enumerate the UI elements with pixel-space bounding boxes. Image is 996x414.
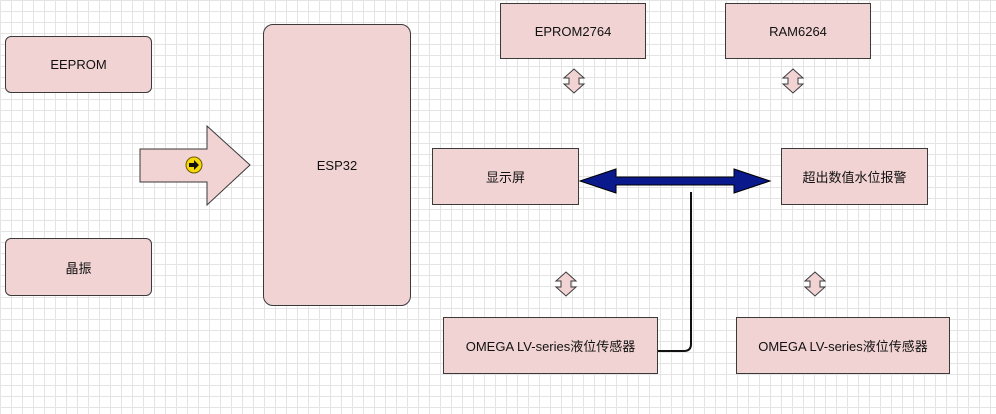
esp32-block: ESP32: [263, 24, 411, 306]
sensor-left-block: OMEGA LV-series液位传感器: [443, 317, 658, 374]
eprom-bidirectional-arrow: [562, 68, 586, 94]
display-label: 显示屏: [485, 170, 525, 185]
bus-bidirectional-arrow: [578, 168, 772, 194]
sensor-right-label: OMEGA LV-series液位传感器: [758, 339, 928, 354]
eprom-label: EPROM2764: [534, 23, 612, 39]
ram-bidirectional-arrow: [781, 68, 805, 94]
esp32-label: ESP32: [316, 157, 358, 173]
crystal-label: 晶振: [65, 260, 92, 276]
alarm-block: 超出数值水位报警: [781, 148, 928, 205]
sensor-right-bidirectional-arrow: [803, 271, 827, 297]
display-block: 显示屏: [432, 148, 579, 205]
eeprom-label: EEPROM: [50, 57, 107, 72]
link-arrow-icon: [185, 156, 203, 174]
sensor-bus-connector: [658, 192, 692, 352]
sensor-left-label: OMEGA LV-series液位传感器: [465, 339, 636, 354]
alarm-label: 超出数值水位报警: [802, 170, 907, 185]
crystal-block: 晶振: [5, 238, 152, 296]
sensor-left-bidirectional-arrow: [554, 271, 578, 297]
eeprom-block: EEPROM: [5, 36, 152, 93]
eprom-block: EPROM2764: [500, 3, 646, 59]
ram-label: RAM6264: [769, 23, 827, 39]
ram-block: RAM6264: [725, 3, 871, 59]
sensor-right-block: OMEGA LV-series液位传感器: [736, 317, 950, 374]
